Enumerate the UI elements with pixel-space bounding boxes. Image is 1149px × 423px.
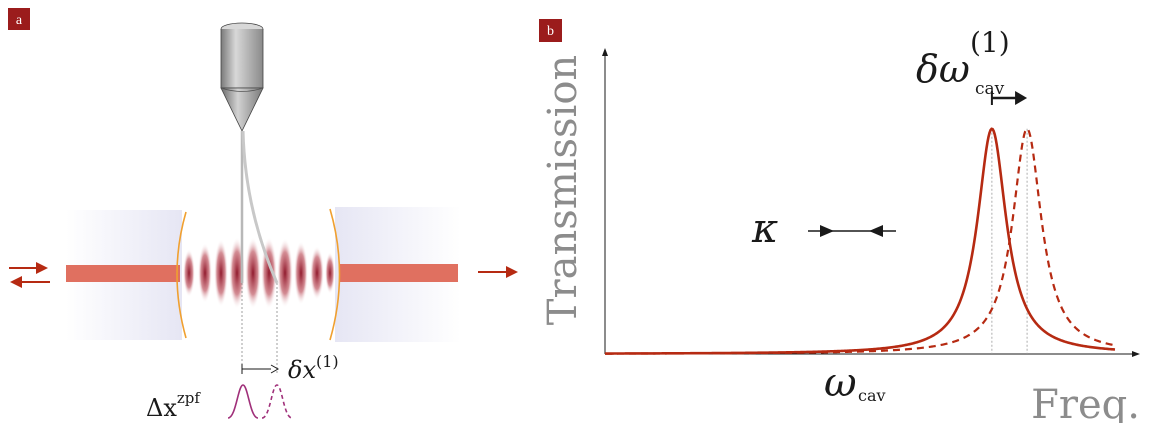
linewidth-indicator: [808, 225, 896, 237]
zpf-wavepacket-rest: [227, 384, 259, 419]
laser-beam-left: [66, 265, 180, 282]
linewidth-label: κ: [751, 206, 778, 252]
wave-lobe: [245, 237, 261, 309]
input-output-arrows: [9, 262, 50, 288]
panel-b-badge: [539, 19, 562, 42]
x-axis-label: Freq.: [1031, 382, 1140, 423]
wave-lobe: [325, 252, 335, 294]
y-axis-label: Transmission: [540, 55, 586, 325]
shift-label: δω: [916, 47, 970, 91]
wave-lobe: [214, 239, 228, 307]
panel-b-badge-label: b: [547, 24, 554, 39]
panel-a-badge: [8, 8, 30, 30]
panel-a-badge-label: a: [16, 13, 23, 28]
displacement-label: δx(1): [288, 352, 339, 384]
resonance-label-subscript: cav: [858, 386, 886, 405]
output-arrow: [478, 266, 518, 278]
afm-tip: [220, 22, 264, 132]
wave-lobe: [183, 249, 195, 297]
zpf-label: Δxzpf: [146, 389, 201, 422]
wave-lobe: [310, 246, 324, 300]
panel-a: a: [8, 8, 518, 422]
wave-lobe: [294, 241, 308, 305]
panel-b: b Transmission Freq. δω cav (1) κ ω cav: [539, 19, 1140, 423]
standing-wave: [183, 237, 335, 309]
resonance-label: ω: [824, 360, 857, 406]
laser-beam-right: [340, 264, 458, 282]
wire-displaced: [241, 130, 279, 284]
lorentzian-resonance: [604, 127, 1116, 355]
wave-lobe: [277, 238, 293, 308]
tip-body: [220, 29, 264, 89]
zpf-wavepacket-displaced: [261, 384, 293, 419]
right-mirror: [329, 208, 341, 341]
shift-label-subscript: cav: [975, 79, 1005, 99]
lorentzian-shifted: [605, 127, 1116, 355]
tip-cone: [220, 87, 264, 132]
left-mirror: [176, 211, 187, 339]
shift-label-superscript: (1): [970, 26, 1010, 59]
wave-lobe: [198, 243, 212, 303]
